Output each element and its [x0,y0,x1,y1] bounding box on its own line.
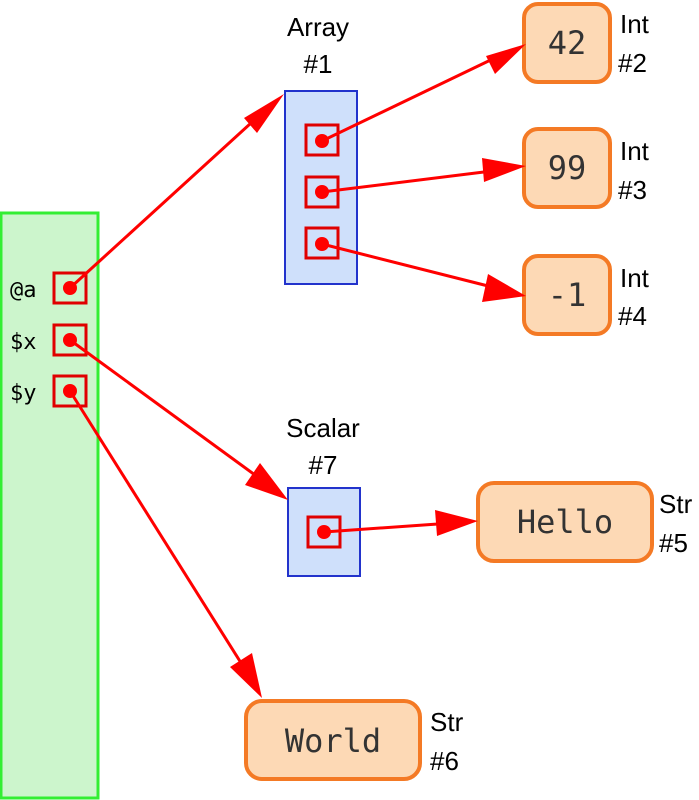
value-box-hello [476,481,654,563]
arrow-y-to-world [68,390,250,675]
variable-name-x: $x [10,330,37,355]
value-type-99: Int [620,136,650,166]
value-type-hello: Str [659,489,693,519]
value-id-42: #2 [618,48,647,78]
slot-x [52,323,88,357]
scalar-type-label: Scalar [286,413,360,443]
value-id-world: #6 [430,746,459,776]
arrowhead-array0-to-42 [486,44,526,74]
value-text-hello: Hello [517,503,613,541]
variable-name-a: @a [10,278,37,303]
arrow-array1-to-99 [321,168,501,194]
array-id-label: #1 [304,49,333,79]
scalar-id-label: #7 [309,450,338,480]
array-slot-1 [304,175,340,209]
array-slot-2 [304,226,340,260]
variable-name-y: $y [10,381,37,406]
arrowhead-y-to-world [230,653,262,698]
value-id-neg1: #4 [618,301,647,331]
slot-y [52,374,88,408]
value-box-world [244,699,422,781]
arrow-scalar-to-hello [323,521,453,534]
arrow-x-to-scalar [69,338,267,485]
value-box-42 [522,2,612,84]
value-type-neg1: Int [620,263,650,293]
variable-panel [0,211,100,800]
arrow-a-to-array [68,111,264,290]
value-box-99 [522,127,612,209]
value-type-world: Str [430,707,464,737]
arrowhead-a-to-array [244,94,284,133]
arrowhead-array1-to-99 [482,158,526,182]
slot-a [52,271,88,305]
value-text-world: World [285,722,381,760]
value-text-neg1: -1 [548,276,587,314]
arrowhead-array2-to-neg1 [482,274,526,302]
arrow-array2-to-neg1 [321,242,501,291]
value-id-hello: #5 [659,528,688,558]
value-text-99: 99 [548,149,587,187]
array-slot-0 [304,123,340,157]
arrowhead-scalar-to-hello [435,510,478,536]
array-type-label: Array [287,12,349,42]
arrowhead-x-to-scalar [245,463,288,500]
value-type-42: Int [620,9,650,39]
arrow-array0-to-42 [321,53,502,143]
value-id-99: #3 [618,175,647,205]
value-text-42: 42 [548,24,587,62]
